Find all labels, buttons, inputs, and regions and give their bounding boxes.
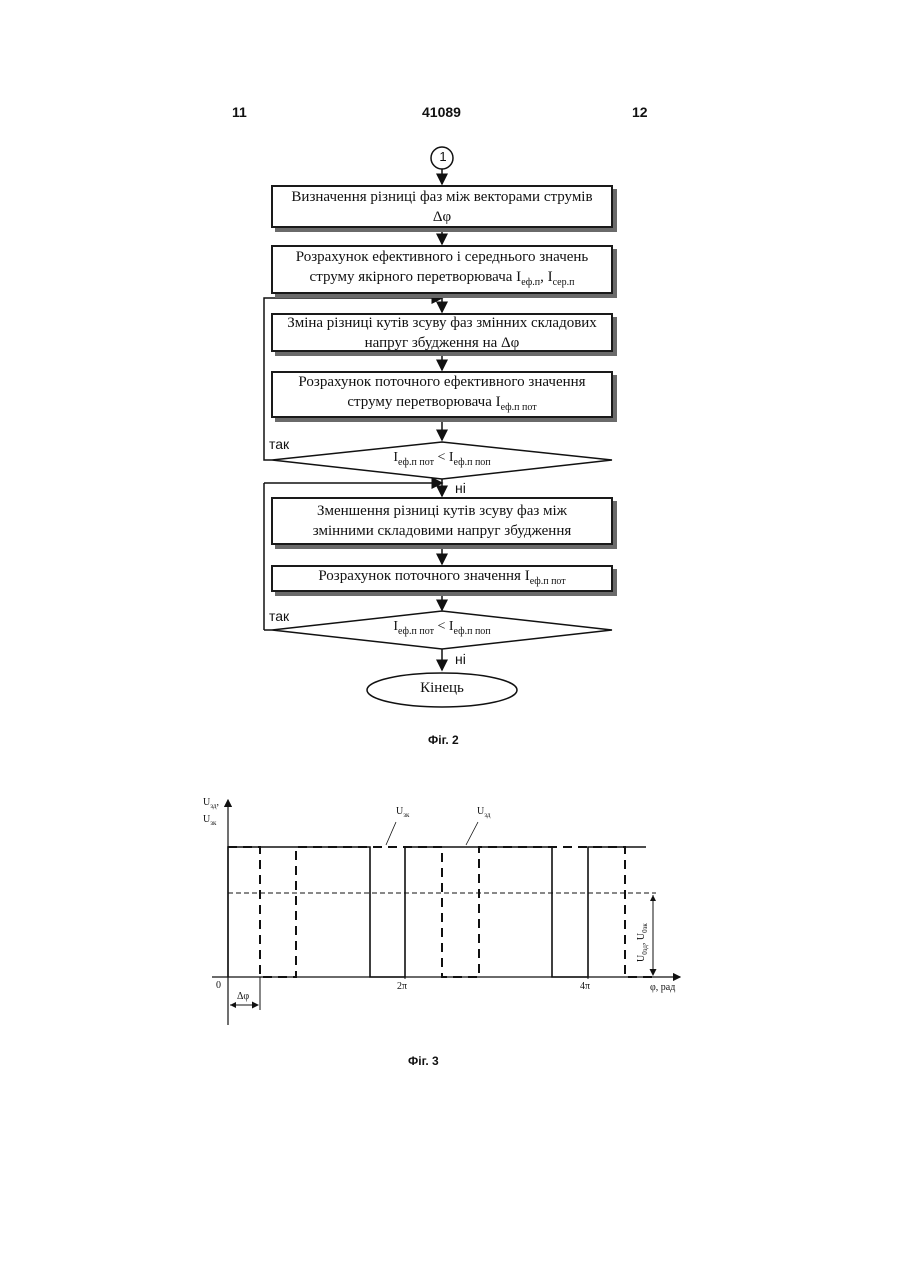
fig3-curve-label-zd: Uзд (477, 806, 490, 819)
fig3-amplitude-label: U0зд, U0зк (636, 923, 649, 962)
fig3-curve-label-zk: Uзк (396, 806, 409, 819)
fig3-y-axis-label: Uзд, Uзк (203, 796, 219, 830)
fig3-caption: Фіг. 3 (408, 1054, 439, 1068)
fig3-tick-4pi: 4π (580, 981, 590, 992)
fig3-x-axis-label: φ, рад (650, 982, 675, 993)
fig3-origin-label: 0 (216, 980, 221, 991)
fig3-delta-phi: Δφ (237, 991, 249, 1002)
fig3-tick-2pi: 2π (397, 981, 407, 992)
